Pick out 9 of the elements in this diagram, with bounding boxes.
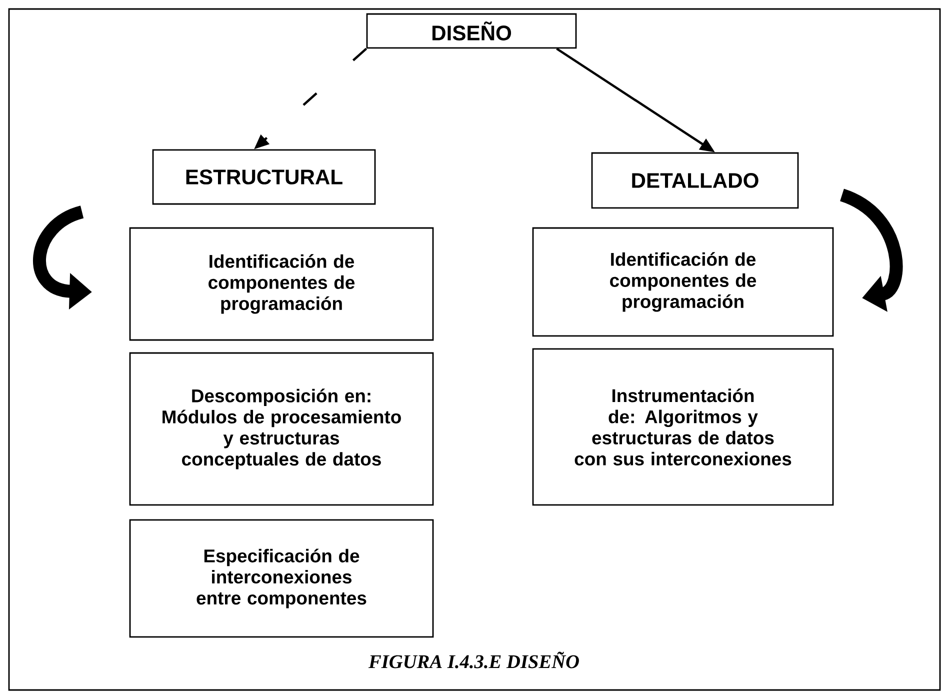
process-box: Descomposición en: Módulos de procesamiento y estructuras conceptuales de datos (129, 352, 434, 506)
caption: FIGURA I.4.3.E DISEÑO (368, 652, 579, 668)
process-box: Identificación de componentes de programación (129, 227, 434, 341)
heading-box: DETALLADO (591, 152, 799, 209)
process-box: Especificación de interconexiones entre componentes (129, 519, 434, 638)
heading-box: ESTRUCTURAL (152, 149, 376, 205)
heading-box: DISEÑO (366, 13, 577, 49)
process-box: Identificación de componentes de programación (532, 227, 834, 337)
process-box: Instrumentación de: Algoritmos y estructuras de datos con sus interconexiones (532, 348, 834, 506)
